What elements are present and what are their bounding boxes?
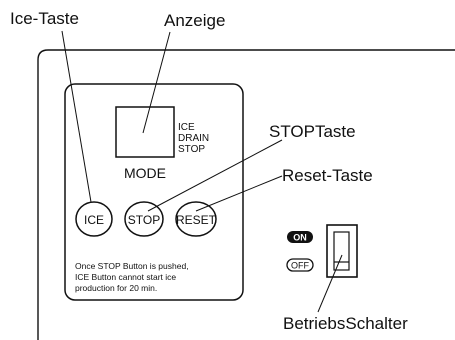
main-switch-rocker (333, 231, 350, 271)
leader-ice-key (61, 30, 92, 203)
reset-button[interactable] (175, 201, 217, 237)
display-callout: Anzeige (164, 11, 226, 30)
on-label: ON (293, 233, 307, 243)
reset-button-label: RESET (176, 213, 217, 227)
housing-outline (37, 49, 455, 340)
ice-key-callout: Ice-Taste (10, 9, 79, 28)
indicator-ice: ICE (178, 122, 195, 133)
on-badge (287, 231, 313, 243)
mode-label: MODE (124, 165, 166, 181)
off-label: OFF (291, 261, 309, 271)
display-window (115, 106, 175, 158)
panel-note-line-2: ICE Button cannot start ice (75, 272, 177, 282)
leader-reset-key (195, 175, 283, 212)
stop-button-label: STOP (128, 213, 160, 227)
indicator-drain: DRAIN (178, 133, 209, 144)
stop-key-callout: STOPTaste (269, 122, 356, 141)
indicator-stop: STOP (178, 144, 205, 155)
reset-key-callout: Reset-Taste (282, 166, 373, 185)
ice-button-label: ICE (84, 213, 104, 227)
main-switch-callout: BetriebsSchalter (283, 314, 408, 333)
leader-main-switch (317, 254, 343, 313)
leader-display (142, 31, 171, 134)
panel-note-line-1: Once STOP Button is pushed, (75, 261, 189, 271)
leader-stop-key (147, 139, 283, 212)
stop-button[interactable] (124, 201, 164, 237)
ice-button[interactable] (75, 201, 113, 237)
off-badge (286, 258, 314, 272)
panel-note-line-3: production for 20 min. (75, 283, 158, 293)
